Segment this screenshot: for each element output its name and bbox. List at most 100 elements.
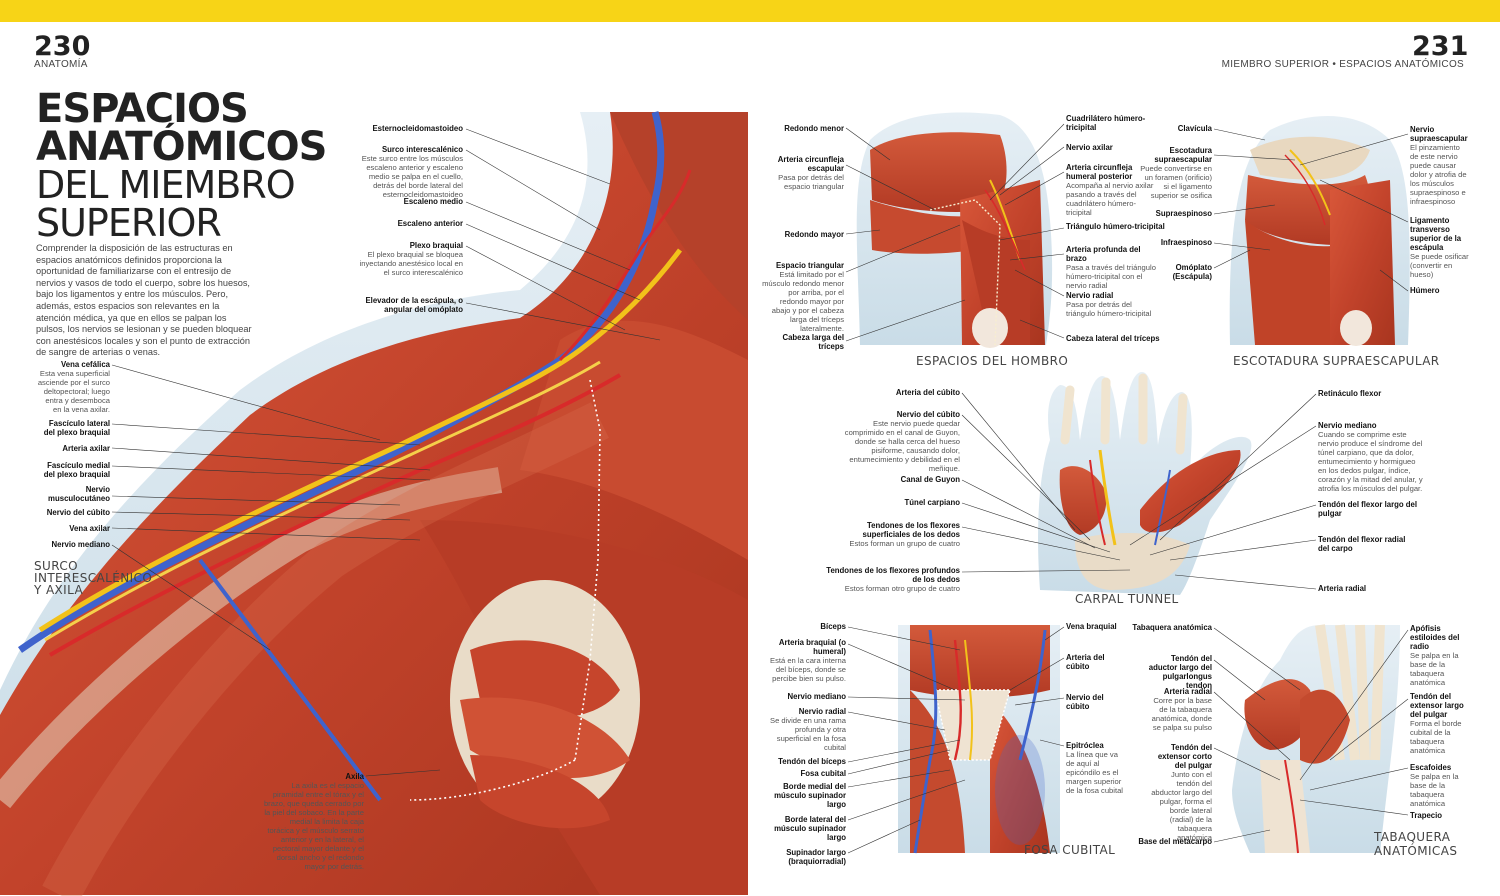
suprascapular-leader-lines [1213, 128, 1409, 292]
label-nervio-cubito: Nervio del cúbito [46, 508, 110, 517]
label-escaleno-anterior: Escaleno anterior [397, 219, 463, 228]
label-nervio-cubito-fosa: Nervio del cúbito [1066, 693, 1104, 711]
label-tendon-flexor-radial: Tendón del flexor radial del carpo [1318, 535, 1406, 553]
anatomical-snuffbox-illustration [1232, 624, 1400, 854]
suprascapular-notch-illustration [1229, 116, 1410, 346]
label-fosa-cubital: Fosa cubital [800, 769, 847, 778]
label-vena-braquial: Vena braquial [1066, 622, 1117, 631]
label-clavicula: Clavícula [1177, 124, 1212, 133]
title-line-4: SUPERIOR [36, 201, 222, 245]
label-ligamento-transverso: Ligamento transverso superior de la escá… [1410, 216, 1469, 279]
carpal-leader-lines [961, 392, 1317, 590]
label-borde-medial: Borde medial del músculo supinador largo [774, 782, 846, 809]
page-title: ESPACIOS ANATÓMICOS DEL MIEMBRO SUPERIOR [36, 86, 336, 245]
label-nervio-musculocutaneo: Nervio musculocutáneo [48, 485, 110, 503]
label-arteria-cubito-fosa: Arteria del cúbito [1066, 653, 1105, 671]
main-caption-line-1: SURCO [34, 559, 78, 573]
label-base-metacarpo: Base del metacarpo [1138, 837, 1212, 846]
label-arteria-axilar: Arteria axilar [62, 444, 110, 453]
cubital-leader-lines [847, 626, 1065, 854]
label-tabaquera-anatomica: Tabaquera anatómica [1132, 623, 1212, 632]
label-borde-lateral: Borde lateral del músculo supinador larg… [774, 815, 846, 842]
caption-espacios-hombro: ESPACIOS DEL HOMBRO [916, 354, 1069, 368]
label-tendones-superficiales: Tendones de los flexores superficiales d… [849, 521, 960, 548]
label-tendon-biceps: Tendón del bíceps [778, 757, 846, 766]
title-line-2: ANATÓMICOS [36, 124, 327, 170]
label-nervio-mediano: Nervio mediano [51, 540, 111, 549]
snuffbox-leader-lines [1213, 627, 1409, 843]
title-line-3: DEL MIEMBRO [36, 163, 296, 207]
label-fasciculo-medial: Fascículo medial del plexo braquial [43, 461, 110, 479]
label-nervio-axilar: Nervio axilar [1066, 143, 1113, 152]
label-fasciculo-lateral: Fascículo lateral del plexo braquial [43, 419, 110, 437]
caption-carpal-tunnel: CARPAL TUNNEL [1075, 592, 1179, 606]
main-shoulder-illustration [0, 111, 748, 896]
label-redondo-mayor: Redondo mayor [784, 230, 844, 239]
label-cabeza-lateral-triceps: Cabeza lateral del tríceps [1066, 334, 1160, 343]
title-line-1: ESPACIOS [36, 86, 249, 132]
caption-tabaquera-line-2: ANATÓMICAS [1374, 844, 1458, 858]
label-redondo-menor: Redondo menor [784, 124, 844, 133]
shoulder-spaces-illustration [856, 112, 1053, 348]
label-tendon-aductor: Tendón del aductor largo del pulgarlongu… [1148, 654, 1212, 690]
label-cabeza-larga-triceps: Cabeza larga del tríceps [782, 333, 844, 351]
intro-paragraph: Comprender la disposición de las estruct… [36, 243, 252, 358]
main-caption-line-2: INTERESCALÉNICO [34, 571, 153, 585]
main-caption: SURCO INTERESCALÉNICO Y AXILA [34, 560, 152, 596]
label-retinaculo-flexor: Retináculo flexor [1318, 389, 1382, 398]
label-vena-axilar: Vena axilar [69, 524, 110, 533]
label-canal-guyon: Canal de Guyon [900, 475, 960, 484]
label-supraespinoso: Supraespinoso [1155, 209, 1212, 218]
label-elevador-escapula: Elevador de la escápula, o angular del o… [365, 296, 463, 314]
main-caption-line-3: Y AXILA [34, 583, 84, 597]
label-omoplato: Omóplato (Escápula) [1172, 263, 1212, 281]
yellow-accent-bar [0, 0, 1500, 22]
cubital-fossa-illustration [898, 625, 1060, 854]
label-supinador-largo: Supinador largo (braquiorradial) [786, 848, 846, 866]
caption-tabaquera-line-1: TABAQUERA [1374, 830, 1451, 844]
label-nervio-mediano-fosa: Nervio mediano [787, 692, 847, 701]
caption-fosa-cubital: FOSA CUBITAL [1024, 843, 1116, 857]
shoulder-leader-lines [845, 123, 1065, 342]
label-tunel-carpiano: Túnel carpiano [904, 498, 960, 507]
label-escaleno-medio: Escaleno medio [403, 197, 463, 206]
label-arteria-braquial: Arteria braquial (o humeral)Está en la c… [770, 638, 846, 683]
label-biceps: Bíceps [820, 622, 846, 631]
caption-tabaquera: TABAQUERA ANATÓMICAS [1374, 830, 1457, 858]
carpal-tunnel-illustration [1038, 372, 1252, 595]
label-triangulo: Triángulo húmero-tricipital [1066, 222, 1165, 231]
left-page-section: ANATOMÍA [34, 59, 88, 70]
label-infraespinoso: Infraespinoso [1160, 238, 1212, 247]
label-esternocleidomastoideo: Esternocleidomastoideo [372, 124, 463, 133]
label-arteria-cubito-carpal: Arteria del cúbito [895, 388, 960, 397]
main-leader-lines [111, 128, 661, 777]
label-cuadrilatero: Cuadrilátero húmero-tricipital [1066, 114, 1146, 132]
label-humero: Húmero [1410, 286, 1440, 295]
label-arteria-radial-carpal: Arteria radial [1318, 584, 1367, 593]
caption-escotadura: ESCOTADURA SUPRAESCAPULAR [1233, 354, 1440, 368]
label-tendones-profundos: Tendones de los flexores profundos de lo… [826, 566, 960, 593]
label-trapecio: Trapecio [1410, 811, 1443, 820]
left-page-number: 230 [34, 31, 91, 62]
right-page-section: MIEMBRO SUPERIOR • ESPACIOS ANATÓMICOS [1221, 59, 1464, 70]
